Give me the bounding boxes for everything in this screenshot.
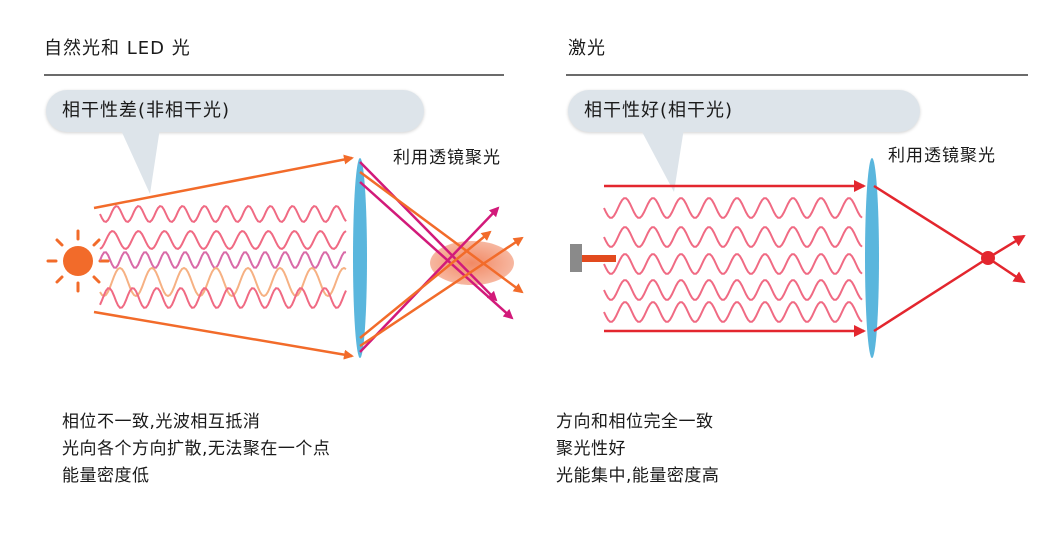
right-bubble: 相干性好(相干光) — [568, 90, 920, 132]
right-wave-2 — [603, 226, 863, 248]
right-wave-5 — [603, 301, 863, 323]
left-ray-1 — [359, 161, 498, 302]
right-wave-3 — [603, 253, 863, 275]
right-caption-2: 聚光性好 — [556, 439, 626, 459]
right-caption-1: 方向和相位完全一致 — [556, 412, 714, 432]
left-ray-6 — [359, 230, 492, 339]
right-divider — [566, 74, 1028, 76]
left-caption-3: 能量密度低 — [62, 466, 150, 486]
right-wave-4 — [603, 279, 863, 301]
left-top-boundary-arrow — [93, 154, 354, 210]
laser-source-body — [570, 244, 582, 272]
right-converge-bottom — [873, 256, 989, 333]
left-divider — [44, 74, 504, 76]
left-ray-2 — [359, 170, 524, 294]
right-converge-top — [873, 184, 989, 260]
focal-point — [981, 251, 995, 265]
right-bubble-tail — [640, 128, 684, 192]
left-wave-3 — [99, 251, 347, 269]
left-lens-label: 利用透镜聚光 — [393, 148, 501, 168]
left-focus-spot — [430, 241, 514, 285]
right-panel-title: 激光 — [568, 38, 606, 59]
left-panel-title: 自然光和 LED 光 — [44, 38, 191, 59]
left-ray-4 — [359, 206, 500, 353]
left-lens — [353, 158, 367, 358]
sun-icon — [46, 229, 110, 293]
left-bottom-boundary-arrow — [93, 310, 354, 360]
left-wave-4 — [99, 266, 347, 298]
laser-source-beam — [582, 255, 616, 262]
right-lens — [865, 158, 879, 358]
left-ray-5 — [359, 236, 524, 348]
left-ray-3 — [359, 181, 514, 320]
left-bubble: 相干性差(非相干光) — [46, 90, 424, 132]
left-caption-1: 相位不一致,光波相互抵消 — [62, 412, 261, 432]
right-captions: 方向和相位完全一致 聚光性好 光能集中,能量密度高 — [556, 409, 719, 490]
right-out-ray-down — [987, 256, 1026, 284]
left-wave-2 — [99, 230, 347, 250]
right-out-ray-up — [987, 234, 1026, 260]
right-caption-3: 光能集中,能量密度高 — [556, 466, 720, 486]
right-wave-1 — [603, 197, 863, 219]
left-captions: 相位不一致,光波相互抵消 光向各个方向扩散,无法聚在一个点 能量密度低 — [62, 409, 330, 490]
left-caption-2: 光向各个方向扩散,无法聚在一个点 — [62, 439, 331, 459]
right-lens-label: 利用透镜聚光 — [888, 146, 996, 166]
left-wave-1 — [99, 204, 347, 224]
left-wave-5 — [99, 287, 347, 309]
left-bubble-tail — [120, 128, 160, 194]
